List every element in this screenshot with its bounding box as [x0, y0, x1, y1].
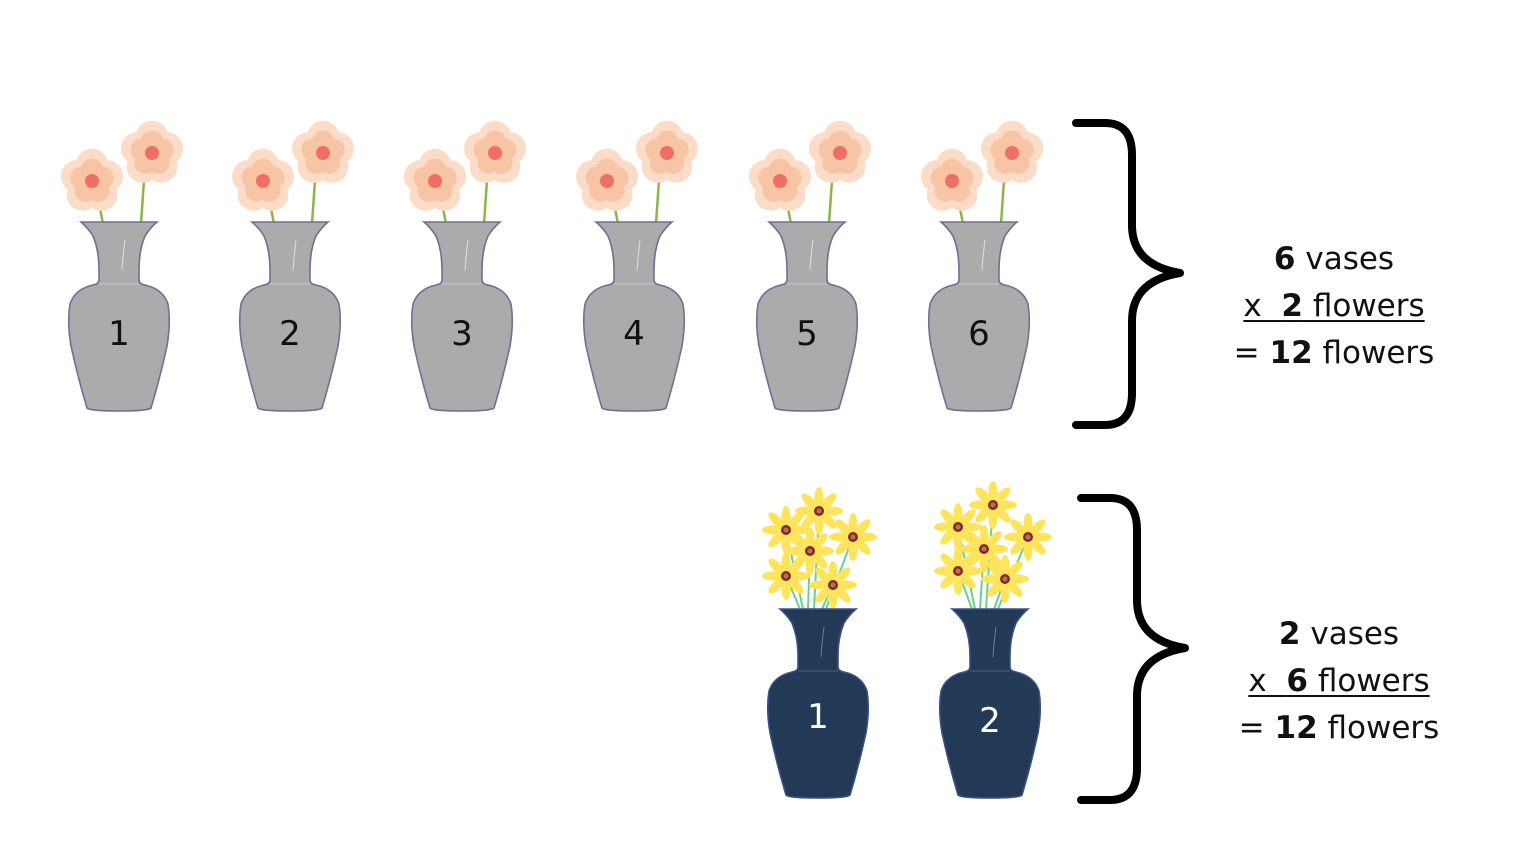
peach-flowers-in-vase-icon: [575, 120, 699, 412]
equation-line-result: = 12 flowers: [1233, 335, 1435, 371]
bottom-equation: 2 vases x 6 flowers = 12 flowers: [1219, 611, 1459, 752]
equation-line-multiplier: x 2 flowers: [1243, 288, 1425, 324]
navy-vase-1: 1: [748, 487, 888, 807]
vase-number: 3: [451, 314, 473, 354]
gray-vase-3: 3: [392, 110, 532, 420]
vase-number: 4: [623, 314, 645, 354]
gray-vase-1: 1: [49, 110, 189, 420]
vase-number: 2: [979, 701, 1001, 741]
gray-vase-6: 6: [909, 110, 1049, 420]
vase-number: 1: [807, 697, 829, 737]
equation-line-vases: 6 vases: [1273, 241, 1395, 277]
equation-line-result: = 12 flowers: [1238, 710, 1440, 746]
vase-number: 2: [279, 314, 301, 354]
gray-vase-2: 2: [220, 110, 360, 420]
yellow-flowers-in-vase-icon: [762, 487, 877, 799]
top-equation: 6 vases x 2 flowers = 12 flowers: [1214, 236, 1454, 377]
gray-vase-5: 5: [737, 110, 877, 420]
vase-number: 1: [108, 314, 130, 354]
navy-vase-2: 2: [920, 481, 1060, 807]
curly-brace-icon: [1077, 494, 1189, 804]
peach-flowers-in-vase-icon: [60, 120, 184, 412]
curly-brace-icon: [1072, 119, 1184, 429]
vase-number: 5: [796, 314, 818, 354]
equation-line-vases: 2 vases: [1278, 616, 1400, 652]
gray-vase-4: 4: [564, 110, 704, 420]
peach-flowers-in-vase-icon: [748, 120, 872, 412]
peach-flowers-in-vase-icon: [231, 120, 355, 412]
equation-line-multiplier: x 6 flowers: [1248, 663, 1430, 699]
peach-flowers-in-vase-icon: [920, 120, 1044, 412]
vase-number: 6: [968, 314, 990, 354]
peach-flowers-in-vase-icon: [403, 120, 527, 412]
yellow-flowers-in-vase-icon: [934, 481, 1052, 799]
